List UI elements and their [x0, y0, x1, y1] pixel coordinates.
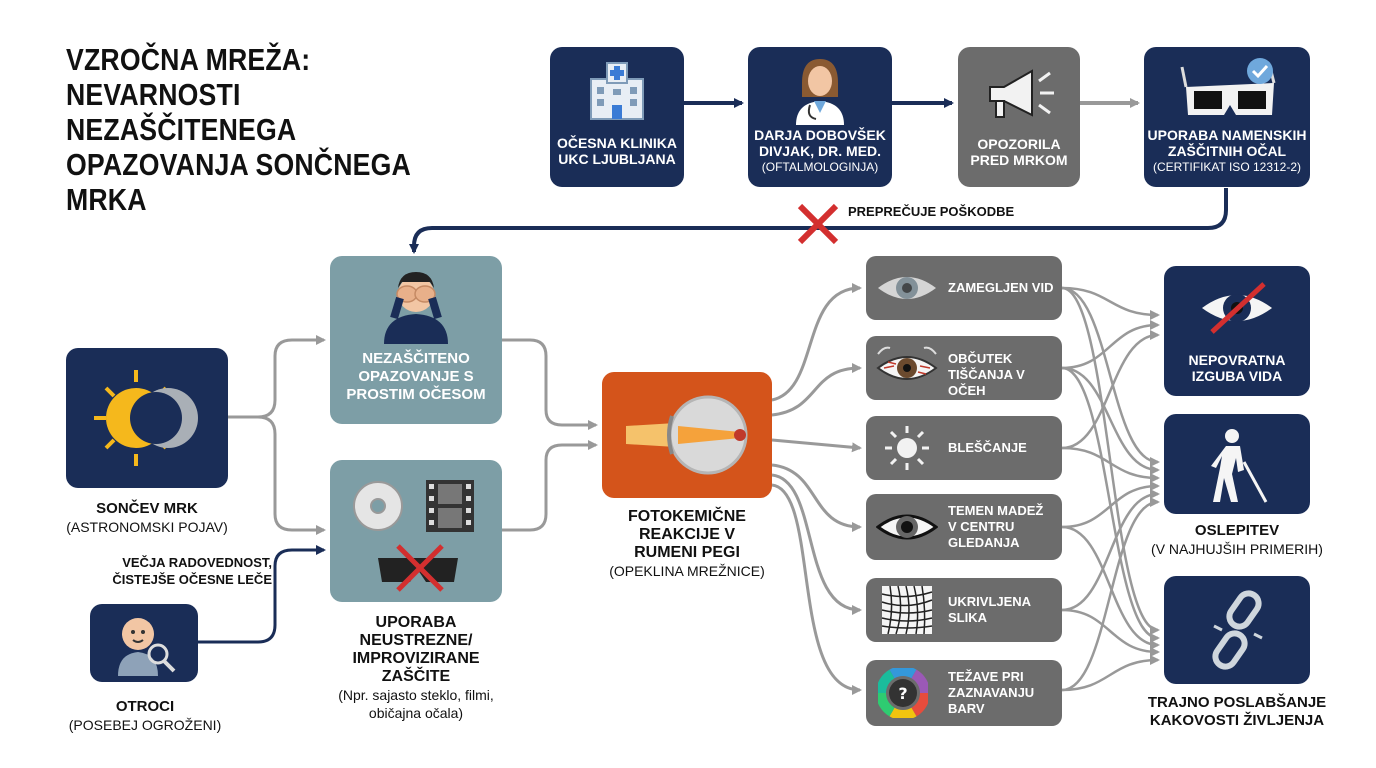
- person-covering-eyes-icon: [384, 272, 448, 344]
- glasses-label-1: UPORABA NAMENSKIH: [1147, 127, 1307, 143]
- warnings-label-2: PRED MRKOM: [970, 152, 1068, 168]
- svg-text:?: ?: [898, 684, 907, 703]
- doctor-name: DARJA DOBOVŠEK: [754, 127, 886, 143]
- children-title: OTROCI: [115, 698, 175, 715]
- megaphone-icon: [989, 69, 1054, 118]
- eclipse-glasses-icon: [1180, 58, 1276, 115]
- symptom-label: ZAZNAVANJU: [948, 685, 1035, 700]
- improvised-line3: IMPROVIZIRANE: [352, 650, 480, 667]
- mechanism-line3: RUMENI PEGI: [634, 544, 740, 561]
- blindness-subtitle: (V NAJHUJŠIH PRIMERIH): [1151, 541, 1323, 557]
- mechanism-line1: FOTOKEMIČNE: [628, 508, 746, 525]
- symptom-label: OBČUTEK: [948, 351, 1013, 366]
- crossed-eye-icon: [1202, 282, 1272, 334]
- glare-sun-icon: [885, 426, 929, 470]
- quality-box: [1164, 576, 1310, 684]
- improvised-example-2: običajna očala): [368, 705, 464, 721]
- mechanism-label: FOTOKEMIČNE REAKCIJE V RUMENI PEGI (OPEK…: [582, 508, 792, 580]
- eclipse-icon: [94, 370, 198, 466]
- children-note-line1: VEČJA RADOVEDNOST,: [122, 555, 272, 570]
- improvised-example-1: (Npr. sajasto steklo, filmi,: [338, 687, 494, 703]
- symptom-label: BARV: [948, 701, 985, 716]
- child-magnifier-icon: [118, 618, 176, 676]
- symptom-label: BLEŠČANJE: [948, 440, 1027, 455]
- eclipse-subtitle: (ASTRONOMSKI POJAV): [66, 519, 228, 535]
- irritated-eye-icon: [876, 346, 938, 380]
- symptom-label: ZAMEGLJEN VID: [948, 280, 1054, 295]
- doctor-title: DIVJAK, DR. MED.: [758, 143, 882, 159]
- children-note: VEČJA RADOVEDNOST, ČISTEJŠE OČESNE LEČE: [112, 554, 272, 588]
- improvised-box: [330, 460, 502, 602]
- improvised-label: UPORABA NEUSTREZNE/ IMPROVIZIRANE ZAŠČIT…: [310, 614, 522, 722]
- eye-retina-burn-icon: [626, 395, 748, 475]
- children-label: OTROCI (POSEBEJ OGROŽENI): [40, 698, 250, 734]
- symptom-label: SLIKA: [948, 610, 987, 625]
- hospital-icon: [590, 62, 644, 120]
- quality-line1: TRAJNO POSLABŠANJE: [1147, 694, 1327, 711]
- doctor-specialty: (OFTALMOLOGINJA): [761, 160, 879, 174]
- red-cross-icon: [797, 203, 839, 245]
- symptom-label: V CENTRU: [948, 519, 1015, 534]
- mechanism-subtitle: (OPEKLINA MREŽNICE): [609, 563, 765, 579]
- children-subtitle: (POSEBEJ OGROŽENI): [68, 717, 222, 733]
- dark-spot-eye-icon: [876, 514, 938, 540]
- vision-loss-line1: NEPOVRATNA: [1188, 352, 1286, 368]
- quality-line2: KAKOVOSTI ŽIVLJENJA: [1149, 712, 1325, 729]
- broken-chain-icon: [1212, 590, 1263, 670]
- improvised-line1: UPORABA: [375, 614, 457, 631]
- symptom-label: UKRIVLJENA: [948, 594, 1032, 609]
- distorted-grid-icon: [881, 585, 933, 635]
- symptom-blurred-vision: ZAMEGLJEN VID: [866, 256, 1062, 320]
- children-box: [90, 604, 198, 682]
- glasses-certificate: (CERTIFIKAT ISO 12312-2): [1152, 160, 1302, 174]
- improvised-items-icon: [353, 480, 474, 592]
- symptom-label: TIŠČANJA V OČEH: [948, 367, 1025, 398]
- symptom-glare: BLEŠČANJE: [866, 416, 1062, 480]
- vision-loss-line2: IZGUBA VIDA: [1191, 368, 1283, 384]
- mechanism-box: [602, 372, 772, 498]
- improvised-line2: NEUSTREZNE/: [359, 632, 473, 649]
- glasses-label-2: ZAŠČITNIH OČAL: [1167, 143, 1287, 159]
- symptom-label: TEŽAVE PRI: [948, 669, 1024, 684]
- improvised-line4: ZAŠČITE: [381, 668, 451, 685]
- color-wheel-icon: ?: [878, 668, 928, 718]
- blindness-title: OSLEPITEV: [1194, 522, 1280, 539]
- naked-eye-line1: NEZAŠČITENO: [362, 350, 470, 367]
- blind-person-cane-icon: [1211, 429, 1268, 503]
- warnings-label-1: OPOZORILA: [977, 136, 1061, 152]
- clinic-location: UKC LJUBLJANA: [558, 151, 676, 167]
- eclipse-box: [66, 348, 228, 488]
- children-note-line2: ČISTEJŠE OČESNE LEČE: [112, 572, 272, 587]
- blindness-label: OSLEPITEV (V NAJHUJŠIH PRIMERIH): [1134, 522, 1340, 558]
- clinic-name: OČESNA KLINIKA: [556, 135, 678, 151]
- prevents-label: PREPREČUJE POŠKODBE: [848, 204, 1015, 219]
- naked-eye-line2: OPAZOVANJE S: [358, 368, 474, 385]
- symptom-label: GLEDANJA: [948, 535, 1020, 550]
- eclipse-title: SONČEV MRK: [96, 500, 198, 517]
- doctor-icon: [796, 59, 844, 125]
- eclipse-label: SONČEV MRK (ASTRONOMSKI POJAV): [40, 500, 254, 536]
- page-title: VZROČNA MREŽA: NEVARNOSTI NEZAŠČITENEGA …: [66, 42, 410, 217]
- blurred-eye-icon: [878, 277, 936, 299]
- naked-eye-line3: PROSTIM OČESOM: [346, 386, 486, 403]
- mechanism-line2: REAKCIJE V: [638, 526, 736, 543]
- blindness-box: [1164, 414, 1310, 514]
- symptom-label: TEMEN MADEŽ: [948, 503, 1044, 518]
